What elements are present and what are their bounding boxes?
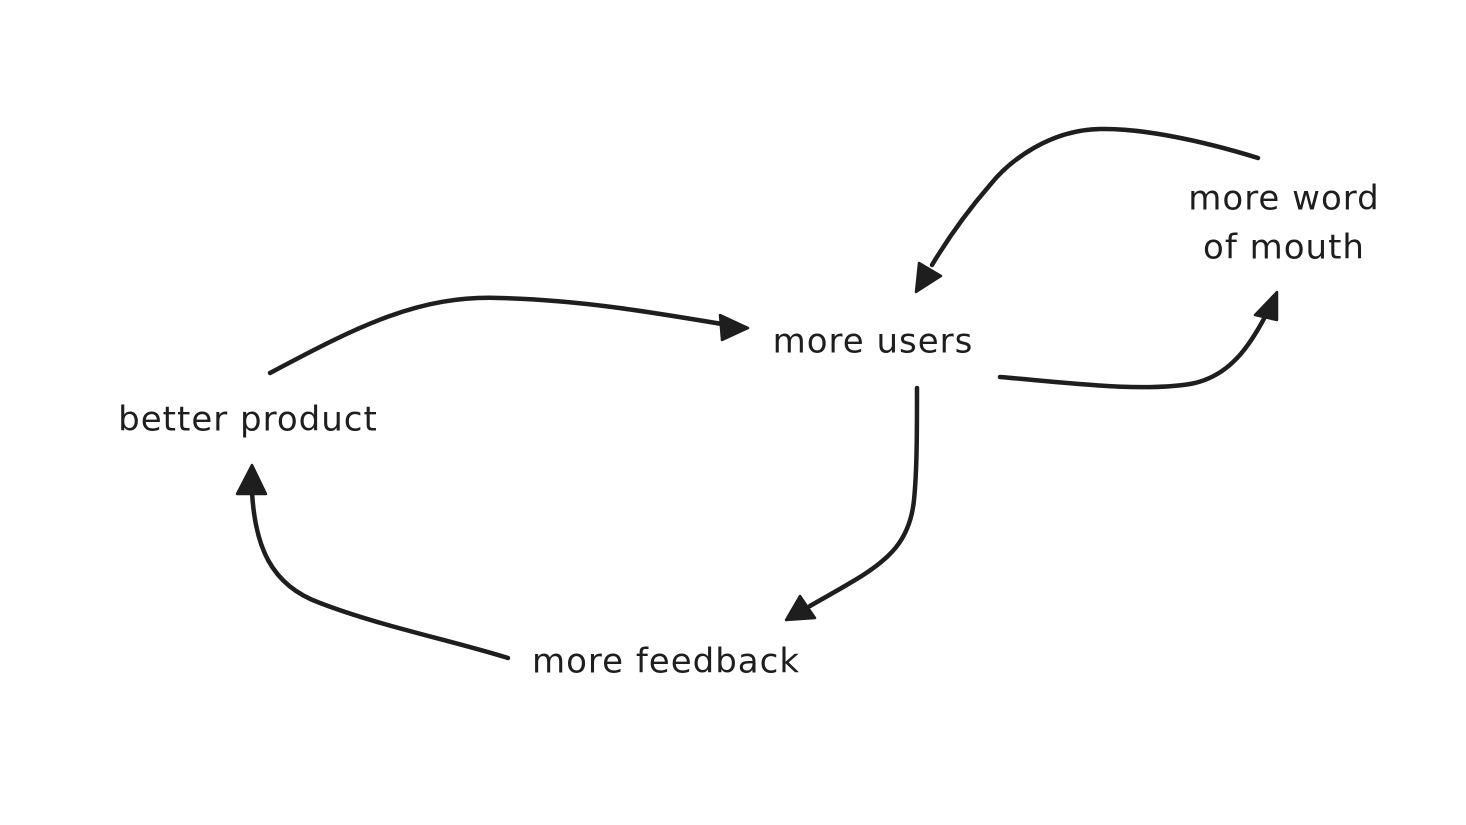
node-more-users-line-1: more users xyxy=(772,321,974,362)
node-more-word-of-mouth-line-2: of mouth xyxy=(1203,228,1365,268)
node-better-product: better product xyxy=(118,395,378,444)
edge-more-word-of-mouth-to-more-users xyxy=(914,126,1261,294)
node-more-users: more users xyxy=(773,317,974,366)
edge-better-product-to-more-users xyxy=(267,295,750,376)
edge-more-feedback-to-better-product xyxy=(235,463,511,661)
node-better-product-line-1: better product xyxy=(118,399,378,440)
node-more-word-of-mouth-line-1: more word xyxy=(1188,178,1380,219)
edge-more-users-to-more-feedback xyxy=(784,385,920,622)
node-more-feedback-line-1: more feedback xyxy=(531,641,801,682)
node-more-word-of-mouth: more word of mouth xyxy=(1188,175,1379,274)
edge-more-users-to-more-word-of-mouth xyxy=(997,290,1279,390)
node-more-feedback: more feedback xyxy=(532,637,800,686)
